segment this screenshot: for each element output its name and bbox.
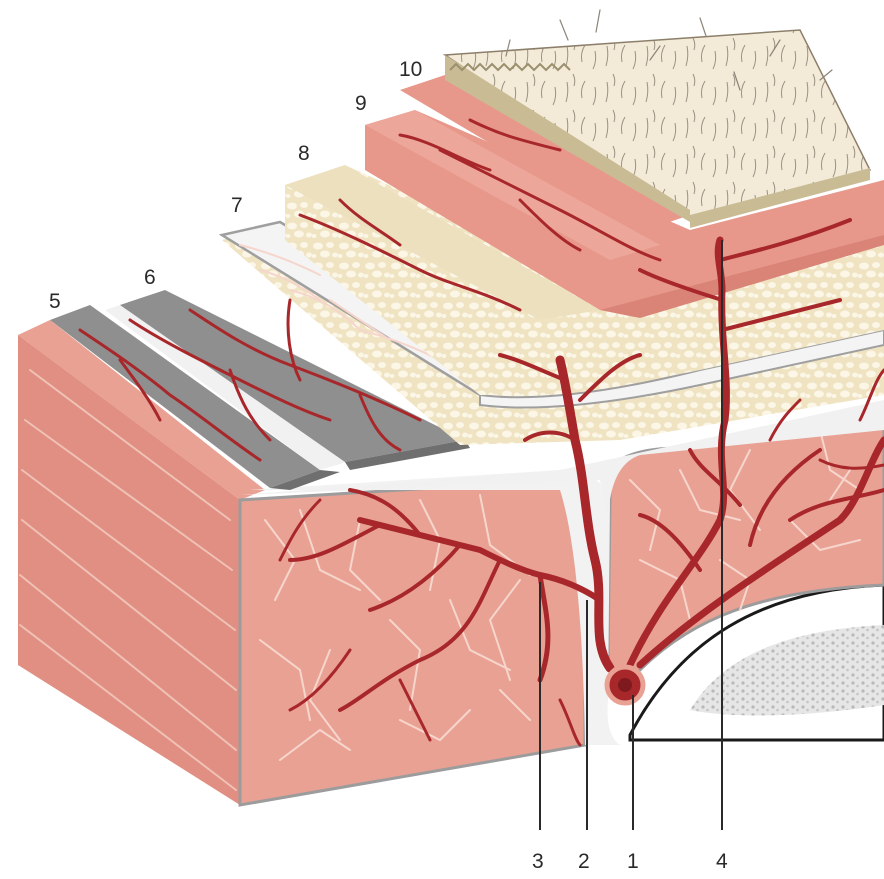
label-10: 10 [399, 58, 422, 81]
label-4: 4 [716, 850, 728, 873]
label-1: 1 [627, 850, 639, 873]
label-8: 8 [298, 142, 310, 165]
label-7: 7 [231, 194, 243, 217]
label-2: 2 [578, 850, 590, 873]
label-5: 5 [49, 290, 61, 313]
label-3: 3 [532, 850, 544, 873]
label-9: 9 [355, 92, 367, 115]
label-6: 6 [144, 266, 156, 289]
